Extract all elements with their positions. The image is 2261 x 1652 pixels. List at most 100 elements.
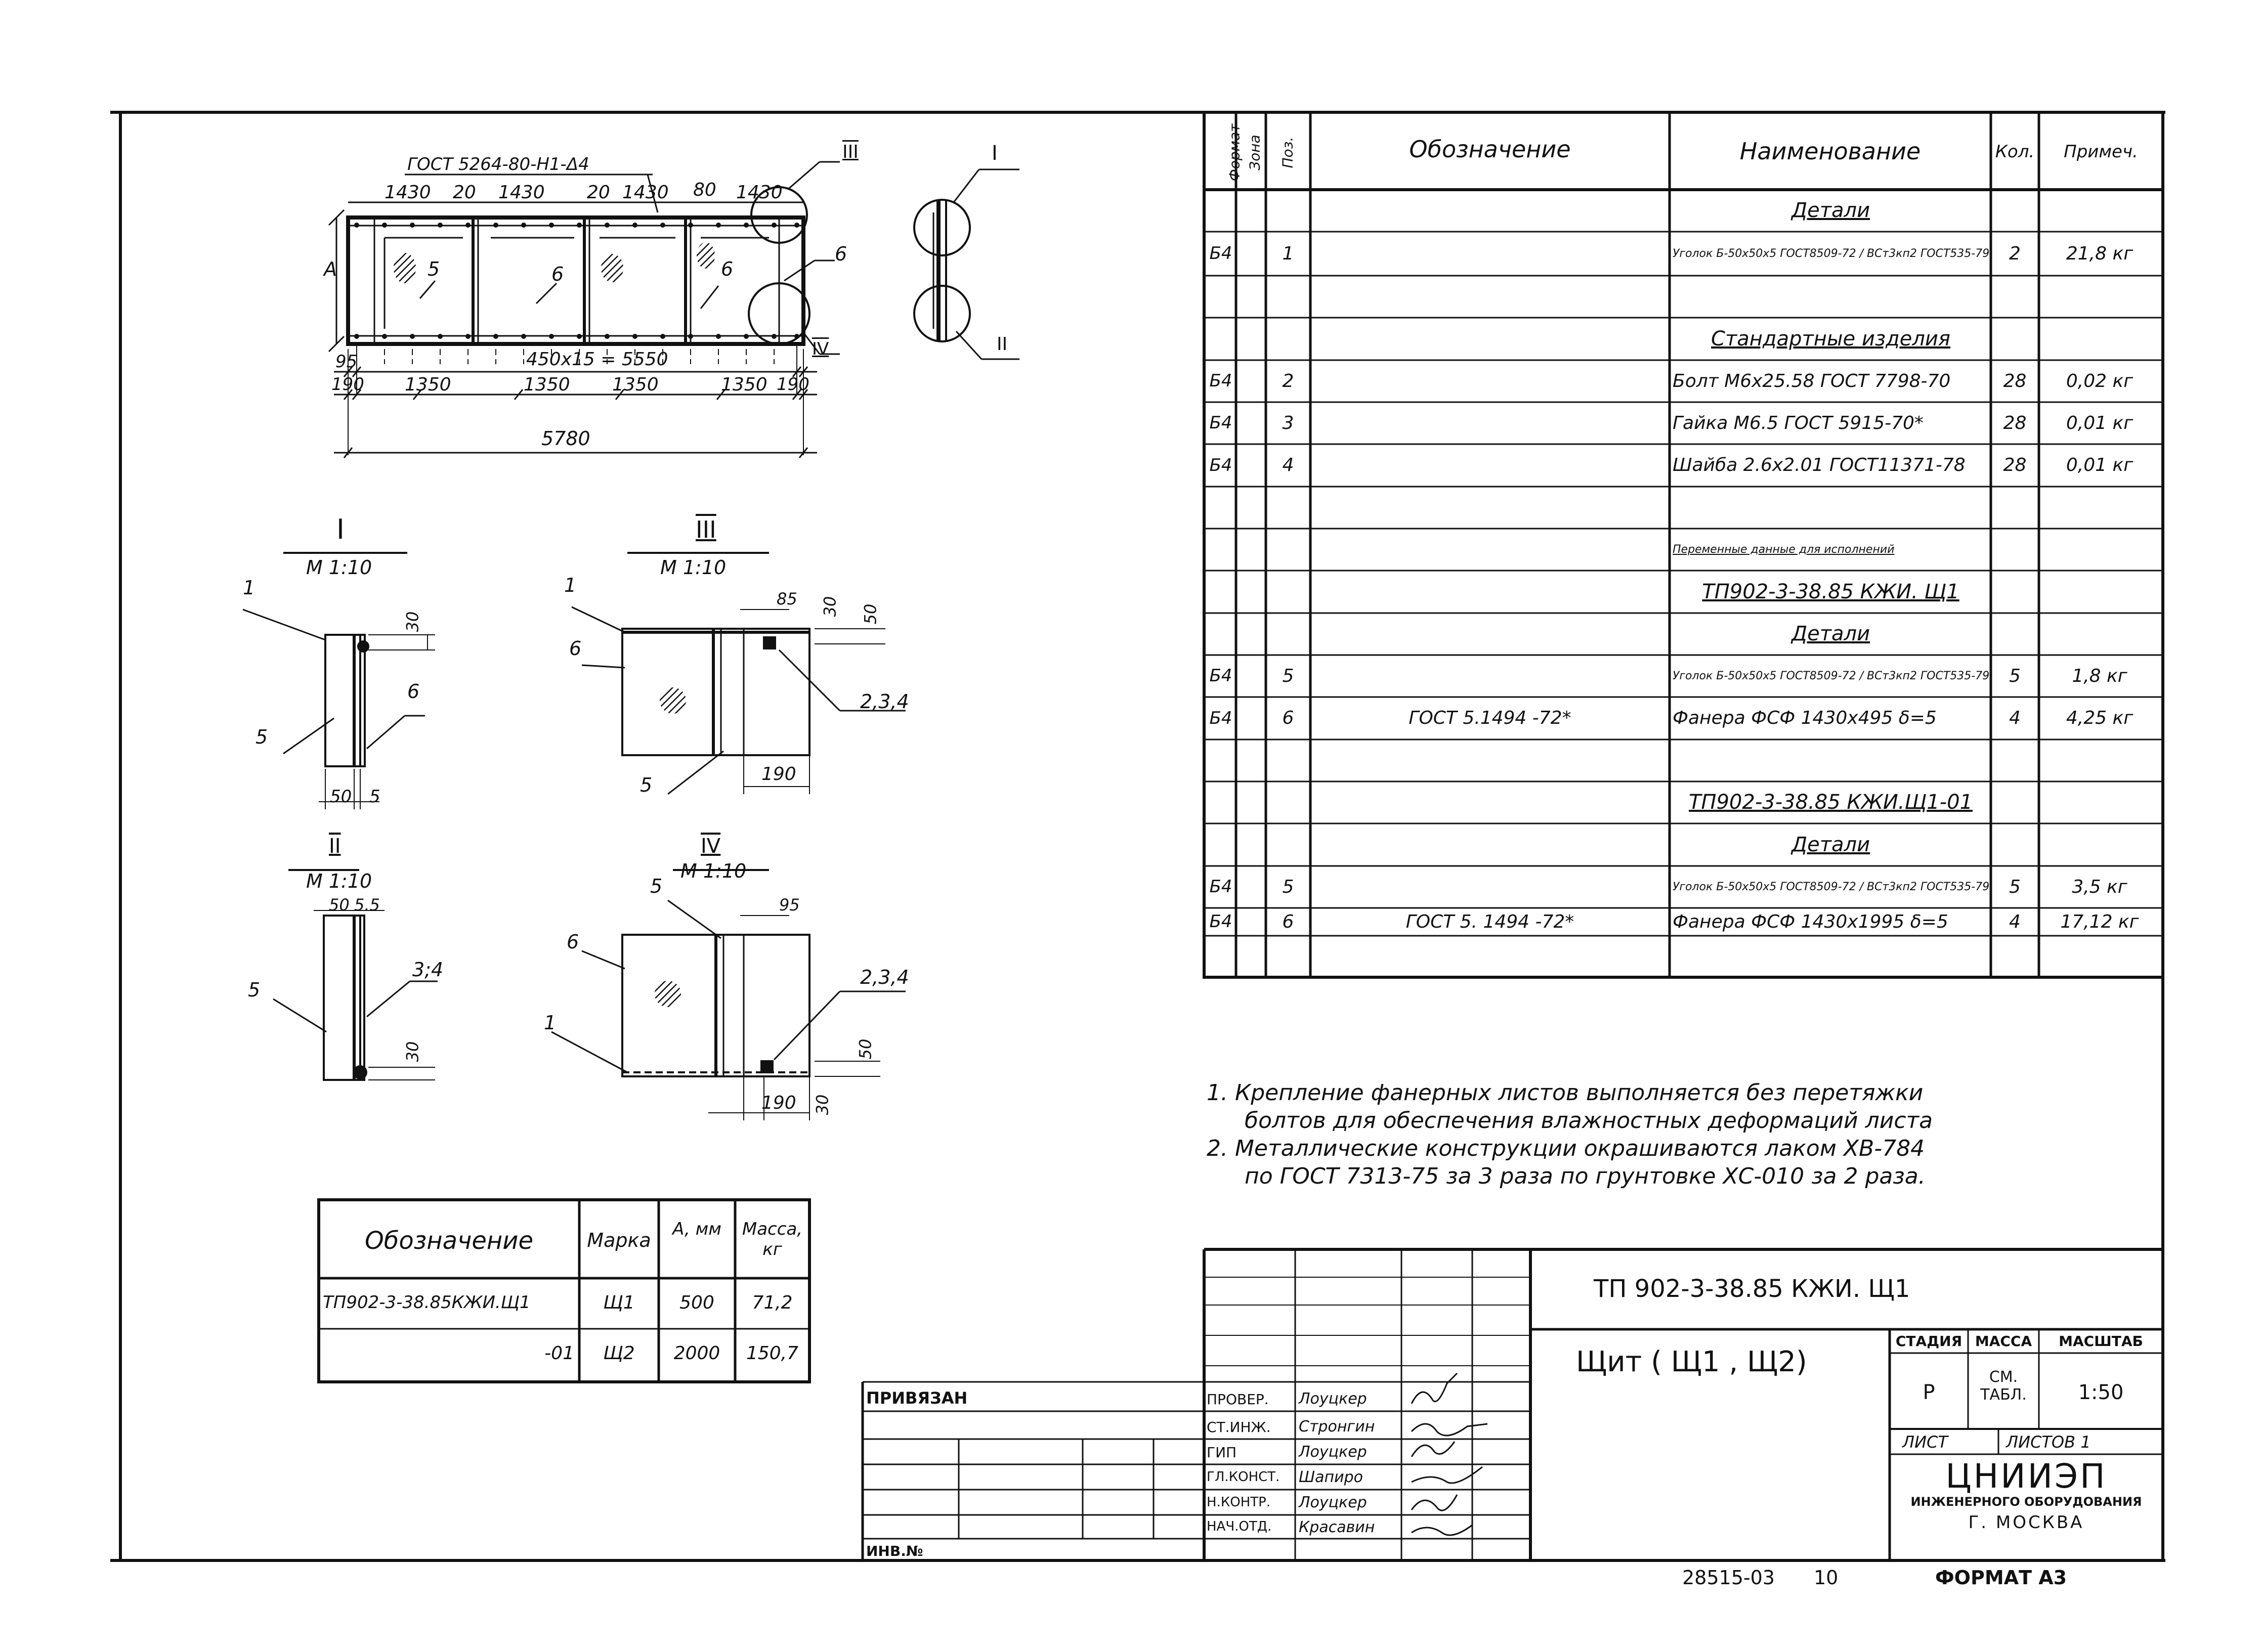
plan-bottom-dim-3: 1350 bbox=[524, 374, 570, 395]
plan-callout-4: IV bbox=[812, 339, 829, 359]
plan-view bbox=[328, 161, 840, 458]
spec-row-name bbox=[1673, 936, 1989, 977]
spec-row-desig bbox=[1315, 360, 1665, 402]
name-head-dept: Красавин bbox=[1299, 1518, 1375, 1536]
plan-gost-label: ГОСТ 5264-80-Н1-Δ4 bbox=[407, 154, 589, 175]
plan-edge-dim: 95 bbox=[335, 352, 358, 372]
spec-row-note bbox=[2039, 190, 2160, 232]
spec-row-fmt: Б4 bbox=[1209, 877, 1232, 897]
title-block-grid bbox=[861, 1248, 2163, 1560]
spec-row-name: Стандартные изделия bbox=[1711, 327, 1950, 351]
section-1-label-6: 6 bbox=[407, 680, 420, 703]
spec-row-fmt bbox=[1206, 781, 1235, 823]
section-2-scale: М 1:10 bbox=[306, 870, 372, 892]
section-3-dim-30: 30 bbox=[820, 596, 840, 617]
spec-row-name bbox=[1673, 276, 1989, 318]
spec-row-desig bbox=[1315, 740, 1665, 781]
spec-row-desig bbox=[1315, 823, 1665, 866]
spec-row-pos: 6 bbox=[1282, 911, 1294, 932]
spec-row-note bbox=[2039, 318, 2160, 360]
role-check: ПРОВЕР. bbox=[1207, 1391, 1269, 1408]
spec-row-name: ТП902-3-38.85 КЖИ.Щ1-01 bbox=[1688, 791, 1973, 814]
plan-bottom-dim-5: 1350 bbox=[721, 374, 767, 395]
name-check: Лоуцкер bbox=[1299, 1390, 1367, 1408]
section-4-dim-30: 30 bbox=[813, 1094, 832, 1115]
spec-row-name bbox=[1673, 740, 1989, 781]
spec-row-desig bbox=[1315, 276, 1665, 318]
section-2-dim-50: 50 bbox=[329, 895, 350, 915]
spec-row-desig bbox=[1315, 318, 1665, 360]
scale-header: МАСШТАБ bbox=[2059, 1333, 2143, 1350]
spec-row-fmt: Б4 bbox=[1209, 455, 1232, 475]
inv-no-label: ИНВ.№ bbox=[866, 1543, 923, 1559]
section-2 bbox=[273, 869, 438, 1081]
section-3-scale: М 1:10 bbox=[660, 556, 727, 579]
plan-top-dim-6: 80 bbox=[693, 180, 716, 200]
spec-row-qty bbox=[1991, 740, 2039, 781]
marks-row1-mark: Щ1 bbox=[603, 1292, 635, 1313]
spec-header-pos: Поз. bbox=[1279, 137, 1296, 168]
spec-row-pos bbox=[1266, 936, 1310, 977]
section-4-dim-50: 50 bbox=[856, 1038, 875, 1060]
signatures bbox=[1411, 1372, 1488, 1536]
node-detail bbox=[913, 168, 1019, 360]
spec-row-name: Детали bbox=[1791, 199, 1870, 222]
spec-header-qty: Кол. bbox=[1995, 142, 2035, 162]
doc-code: ТП 902-3-38.85 КЖИ. Щ1 bbox=[1594, 1275, 1910, 1303]
spec-row-desig bbox=[1315, 571, 1665, 613]
plan-top-dim-5: 1430 bbox=[622, 182, 669, 203]
role-gip: ГИП bbox=[1207, 1444, 1237, 1461]
spec-row-desig bbox=[1315, 781, 1665, 823]
section-2-label-5: 5 bbox=[248, 979, 261, 1001]
spec-row-name: Уголок Б-50х50х5 ГОСТ8509-72 / ВСт3кп2 Г… bbox=[1673, 247, 1989, 260]
mass-value: СМ. ТАБЛ. bbox=[1980, 1368, 2027, 1404]
spec-row-name: Переменные данные для исполнений bbox=[1673, 543, 1895, 556]
scale-value: 1:50 bbox=[2078, 1381, 2124, 1404]
spec-row-fmt: Б4 bbox=[1209, 371, 1232, 391]
sheets-label: ЛИСТОВ 1 bbox=[2006, 1432, 2091, 1452]
section-4-dim-190: 190 bbox=[761, 1093, 796, 1113]
spec-row-fmt: Б4 bbox=[1209, 666, 1232, 686]
plan-callout-3: III bbox=[842, 142, 859, 162]
section-4-dim-95: 95 bbox=[779, 895, 800, 915]
spec-row-pos bbox=[1266, 487, 1310, 529]
spec-row-qty bbox=[1991, 571, 2039, 613]
note-line-2: болтов для обеспечения влажностных дефор… bbox=[1245, 1108, 1933, 1134]
spec-row-note: 4,25 кг bbox=[2066, 708, 2134, 728]
plan-top-dim-2: 20 bbox=[453, 182, 476, 203]
spec-row-note: 3,5 кг bbox=[2072, 877, 2127, 897]
spec-row-qty bbox=[1991, 613, 2039, 655]
spec-row-pos: 4 bbox=[1282, 455, 1294, 475]
spec-row-qty bbox=[1991, 190, 2039, 232]
spec-row-name: ТП902-3-38.85 КЖИ. Щ1 bbox=[1702, 580, 1959, 603]
stage-value: Р bbox=[1923, 1381, 1935, 1404]
spec-row-name: Шайба 2.6х2.01 ГОСТ11371-78 bbox=[1673, 455, 1966, 475]
section-3-dim-190: 190 bbox=[761, 764, 796, 785]
marks-header-mass: Масса, кг bbox=[742, 1219, 803, 1259]
section-4-label-5: 5 bbox=[650, 875, 663, 897]
spec-row-fmt bbox=[1206, 571, 1235, 613]
marks-table-grid bbox=[317, 1198, 811, 1383]
sheet-label: ЛИСТ bbox=[1902, 1432, 1948, 1452]
plan-top-dim-1: 1430 bbox=[385, 182, 431, 203]
section-2-dim-30: 30 bbox=[403, 1041, 422, 1062]
org-city: Г. МОСКВА bbox=[1968, 1512, 2084, 1533]
spec-row-note bbox=[2039, 823, 2160, 866]
spec-row-pos bbox=[1266, 740, 1310, 781]
spec-row-name: Болт М6х25.58 ГОСТ 7798-70 bbox=[1673, 371, 1951, 392]
spec-row-qty: 2 bbox=[2009, 243, 2021, 264]
spec-row-desig bbox=[1315, 402, 1665, 444]
spec-row-pos: 6 bbox=[1282, 708, 1294, 728]
spec-row-desig bbox=[1315, 613, 1665, 655]
section-1-title: I bbox=[336, 513, 345, 545]
spec-row-name: Фанера ФСФ 1430х495 δ=5 bbox=[1673, 708, 1937, 728]
plan-label-6b: 6 bbox=[721, 258, 734, 280]
plan-bottom-dim-6: 190 bbox=[777, 374, 809, 395]
spec-row-desig bbox=[1315, 487, 1665, 529]
spec-row-fmt: Б4 bbox=[1209, 708, 1232, 728]
org-name: ЦНИИЭП bbox=[1945, 1457, 2107, 1496]
section-3-label-1: 1 bbox=[564, 574, 577, 596]
note-line-4: по ГОСТ 7313-75 за 3 раза по грунтовке Х… bbox=[1245, 1163, 1926, 1189]
spec-row-qty: 4 bbox=[2009, 708, 2021, 728]
spec-row-fmt bbox=[1206, 613, 1235, 655]
